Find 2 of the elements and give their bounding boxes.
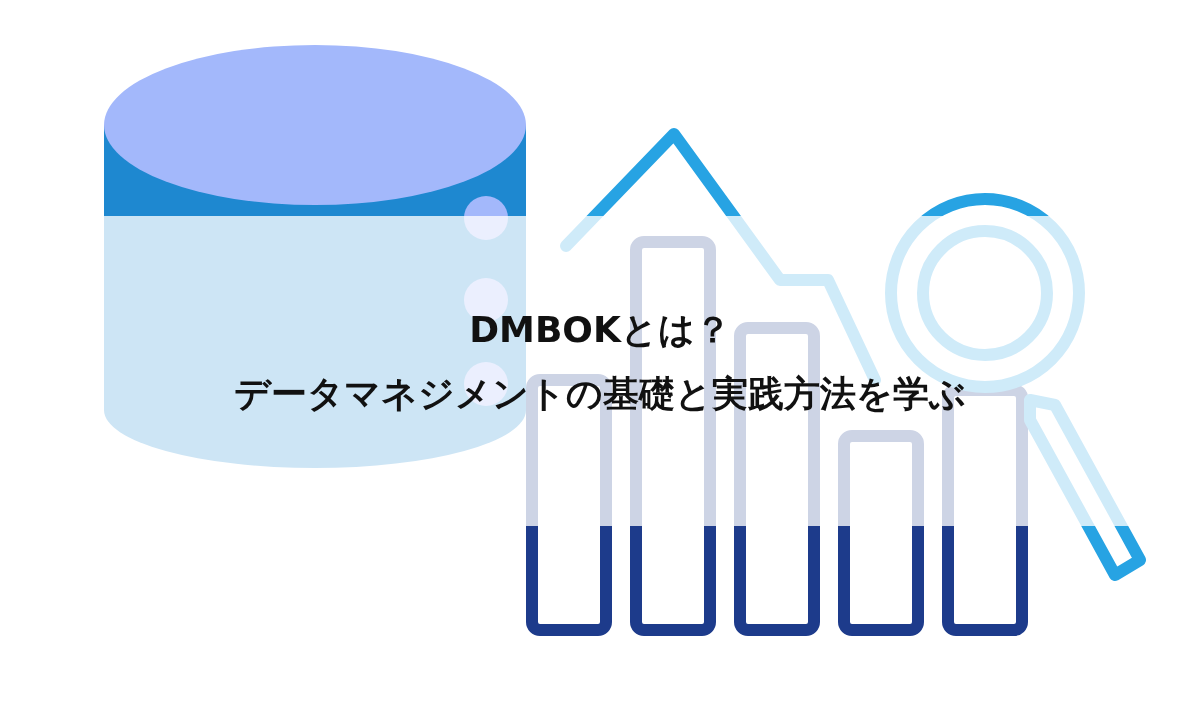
title: DMBOKとは？ (469, 308, 731, 352)
subtitle: データマネジメントの基礎と実践方法を学ぶ (234, 372, 966, 416)
